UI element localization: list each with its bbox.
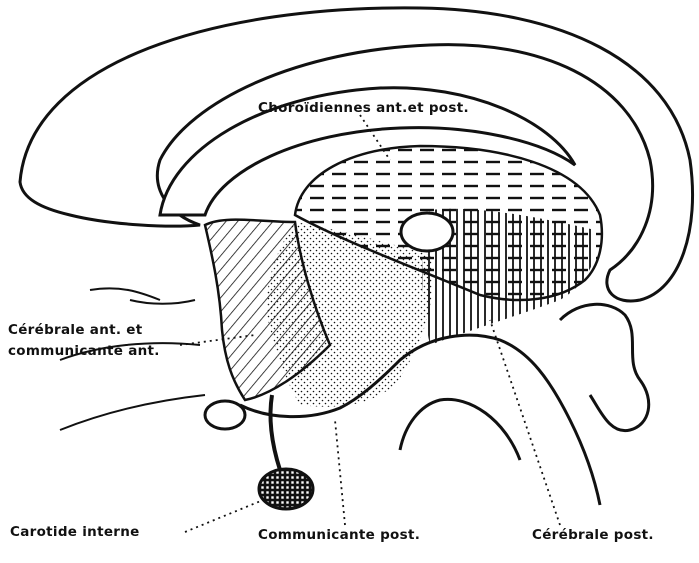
- leader-communicante: [335, 420, 345, 525]
- label-choroidiennes: Choroïdiennes ant.et post.: [258, 100, 469, 116]
- leader-cerebrale-post: [490, 320, 560, 525]
- label-cerebrale-ant-line1: Cérébrale ant. et: [8, 322, 143, 338]
- left-nerve-strands: [60, 288, 205, 430]
- carotid-blob: [259, 469, 313, 509]
- carotid-stem: [270, 395, 280, 470]
- anterior-blob: [205, 401, 245, 429]
- label-cerebrale-ant-line2: communicante ant.: [8, 343, 160, 359]
- leader-carotide: [185, 498, 268, 532]
- label-carotide-interne: Carotide interne: [10, 524, 140, 540]
- territory-communicating-post-stipple: [267, 222, 433, 407]
- interthalamic-oval: [401, 213, 453, 251]
- label-communicante-post: Communicante post.: [258, 527, 420, 543]
- cerebellum-contour: [560, 304, 649, 430]
- label-cerebrale-post: Cérébrale post.: [532, 527, 654, 543]
